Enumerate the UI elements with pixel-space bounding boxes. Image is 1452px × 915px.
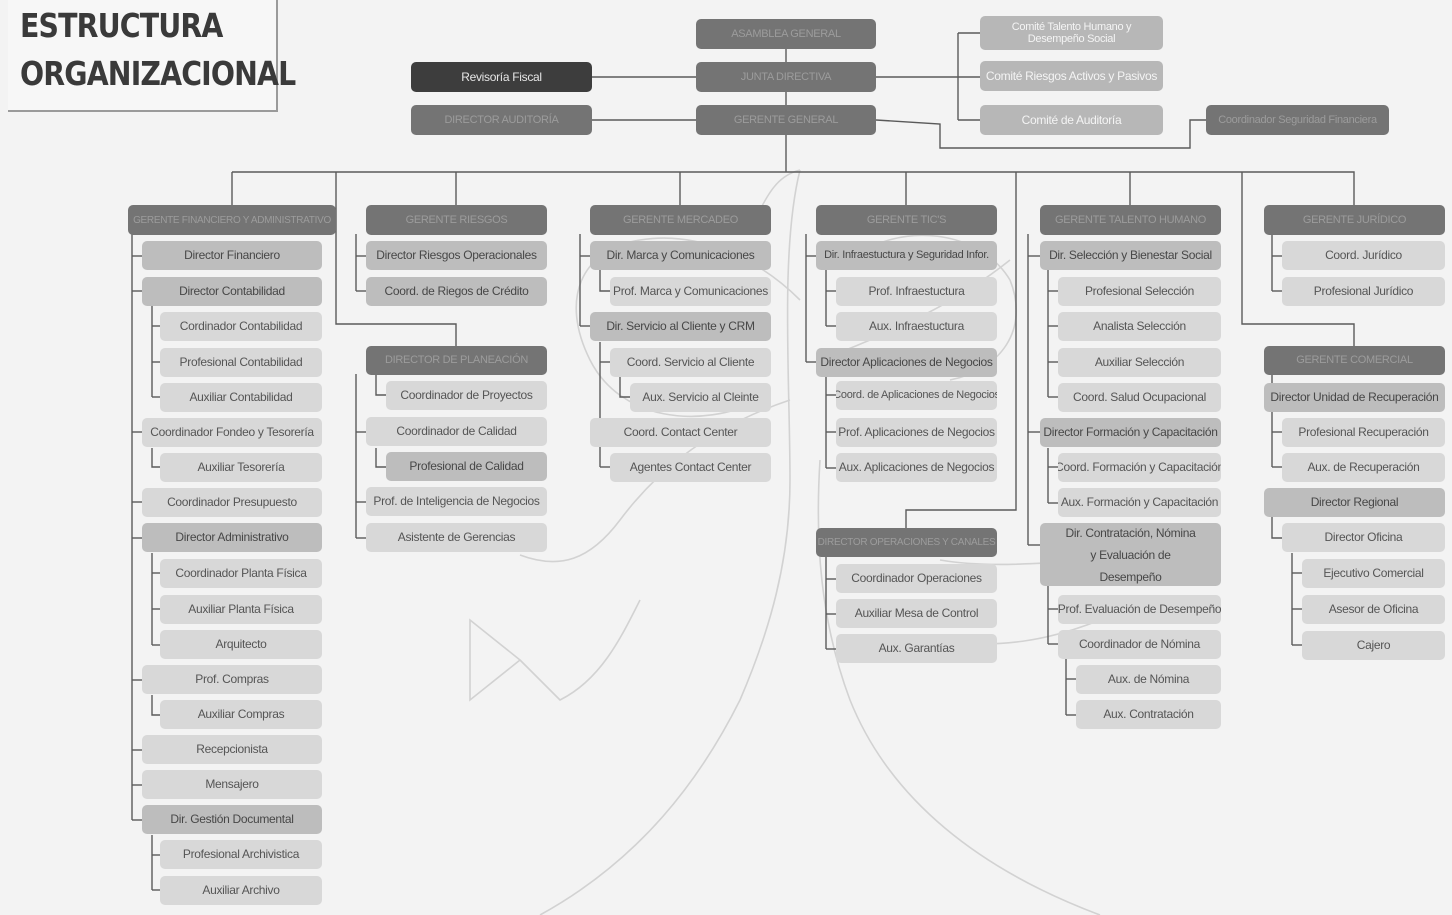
org-box: Aux. Formación y Capacitación: [1058, 488, 1221, 517]
org-box: Aux. de Nómina: [1076, 665, 1221, 694]
gerente-riesgos-box: GERENTE RIESGOS: [366, 205, 547, 235]
org-box: Profesional Archivistica: [160, 840, 322, 869]
org-box: Director Riesgos Operacionales: [366, 241, 547, 270]
org-box: Auxiliar Tesorería: [160, 453, 322, 482]
junta-directiva-box: JUNTA DIRECTIVA: [696, 62, 876, 92]
org-box: Dir. Selección y Bienestar Social: [1040, 241, 1221, 270]
coordinador-seguridad-box: Coordinador Seguridad Financiera: [1206, 105, 1389, 135]
org-box: Director Financiero: [142, 241, 322, 270]
org-box: Coordinador de Calidad: [366, 417, 547, 446]
org-box: Coord. de Aplicaciones de Negocios: [836, 381, 997, 410]
org-box: Coordinador Operaciones: [836, 564, 997, 593]
gerente-juridico-box: GERENTE JURÍDICO: [1264, 205, 1445, 235]
org-box: Coord. Jurídico: [1282, 241, 1445, 270]
gerente-financiero-box: GERENTE FINANCIERO Y ADMINISTRATIVO: [128, 205, 336, 235]
comite-riesgos-box: Comité Riesgos Activos y Pasivos: [980, 61, 1163, 91]
org-box: Dir. Contratación, Nómina y Evaluación d…: [1040, 523, 1221, 586]
org-box: Aux. Servicio al Cleinte: [630, 383, 771, 412]
org-box: Coordinador Planta Física: [160, 559, 322, 588]
org-box: Dir. Infraestuctura y Seguridad Infor.: [816, 241, 997, 270]
org-box: Prof. Infraestuctura: [836, 277, 997, 306]
asamblea-general-box: ASAMBLEA GENERAL: [696, 19, 876, 49]
org-box: Aux. Garantías: [836, 634, 997, 663]
org-box: Recepcionista: [142, 735, 322, 764]
title-box: ESTRUCTURA ORGANIZACIONAL: [8, 0, 296, 112]
org-box: Profesional de Calidad: [386, 452, 547, 481]
org-box: Aux. Aplicaciones de Negocios: [836, 453, 997, 482]
revisoria-fiscal-box: Revisoría Fiscal: [411, 62, 592, 92]
org-box: Auxiliar Selección: [1058, 348, 1221, 377]
org-box: Coordinador de Proyectos: [386, 381, 547, 410]
org-box: Prof. Evaluación de Desempeño: [1058, 595, 1221, 624]
org-box: Dir. Marca y Comunicaciones: [590, 241, 771, 270]
org-box: Agentes Contact Center: [610, 453, 771, 482]
org-box: Director Administrativo: [142, 523, 322, 552]
org-box: Director Formación y Capacitación: [1040, 418, 1221, 447]
org-box: Cajero: [1302, 631, 1445, 660]
org-box: Auxiliar Planta Física: [160, 595, 322, 624]
org-box: Dir. Gestión Documental: [142, 805, 322, 834]
org-box: Profesional Jurídico: [1282, 277, 1445, 306]
gerente-mercadeo-box: GERENTE MERCADEO: [590, 205, 771, 235]
director-planeacion-box: DIRECTOR DE PLANEACIÓN: [366, 346, 547, 375]
org-box: Director Oficina: [1282, 523, 1445, 552]
org-box: Dir. Servicio al Cliente y CRM: [590, 312, 771, 341]
title-line-2: ORGANIZACIONAL: [20, 54, 296, 93]
org-box: Director Contabilidad: [142, 277, 322, 306]
org-box: Prof. Marca y Comunicaciones: [610, 277, 771, 306]
org-box: Coordinador de Nómina: [1058, 630, 1221, 659]
org-box: Auxiliar Compras: [160, 700, 322, 729]
gerente-comercial-box: GERENTE COMERCIAL: [1264, 346, 1445, 375]
org-box: Prof. Aplicaciones de Negocios: [836, 418, 997, 447]
org-box: Auxiliar Archivo: [160, 876, 322, 905]
org-box: Prof. de Inteligencia de Negocios: [366, 487, 547, 516]
org-box: Aux. Contratación: [1076, 700, 1221, 729]
gerente-tics-box: GERENTE TIC'S: [816, 205, 997, 235]
org-box: Profesional Recuperación: [1282, 418, 1445, 447]
org-box: Coordinador Presupuesto: [142, 488, 322, 517]
org-box: Coord. Contact Center: [590, 418, 771, 447]
org-box: Director Unidad de Recuperación: [1264, 383, 1445, 412]
comite-auditoria-box: Comité de Auditoría: [980, 105, 1163, 135]
director-auditoria-box: DIRECTOR AUDITORÍA: [411, 105, 592, 135]
org-box: Prof. Compras: [142, 665, 322, 694]
org-box: Ejecutivo Comercial: [1302, 559, 1445, 588]
org-box: Director Aplicaciones de Negocios: [816, 348, 997, 377]
org-box: Profesional Contabilidad: [160, 348, 322, 377]
gerente-general-box: GERENTE GENERAL: [696, 105, 876, 135]
org-box: Coord. Salud Ocupacional: [1058, 383, 1221, 412]
director-operaciones-box: DIRECTOR OPERACIONES Y CANALES: [816, 528, 997, 557]
org-box: Profesional Selección: [1058, 277, 1221, 306]
title-line-1: ESTRUCTURA: [20, 6, 223, 45]
org-box: Director Regional: [1264, 488, 1445, 517]
org-box: Auxiliar Contabilidad: [160, 383, 322, 412]
org-box: Cordinador Contabilidad: [160, 312, 322, 341]
org-box: Coordinador Fondeo y Tesorería: [142, 418, 322, 447]
tree-illustration: [469, 169, 1121, 915]
comite-talento-box: Comité Talento Humano y Desempeño Social: [980, 16, 1163, 50]
org-box: Coord. Servicio al Cliente: [610, 348, 771, 377]
org-box: Mensajero: [142, 770, 322, 799]
org-box: Asistente de Gerencias: [366, 523, 547, 552]
org-box: Aux. de Recuperación: [1282, 453, 1445, 482]
org-box: Coord. de Riegos de Crédito: [366, 277, 547, 306]
org-box: Aux. Infraestuctura: [836, 312, 997, 341]
org-box: Coord. Formación y Capacitación: [1058, 453, 1221, 482]
org-box: Asesor de Oficina: [1302, 595, 1445, 624]
org-box: Arquitecto: [160, 630, 322, 659]
org-box: Analista Selección: [1058, 312, 1221, 341]
gerente-talento-box: GERENTE TALENTO HUMANO: [1040, 205, 1221, 235]
org-box: Auxiliar Mesa de Control: [836, 599, 997, 628]
